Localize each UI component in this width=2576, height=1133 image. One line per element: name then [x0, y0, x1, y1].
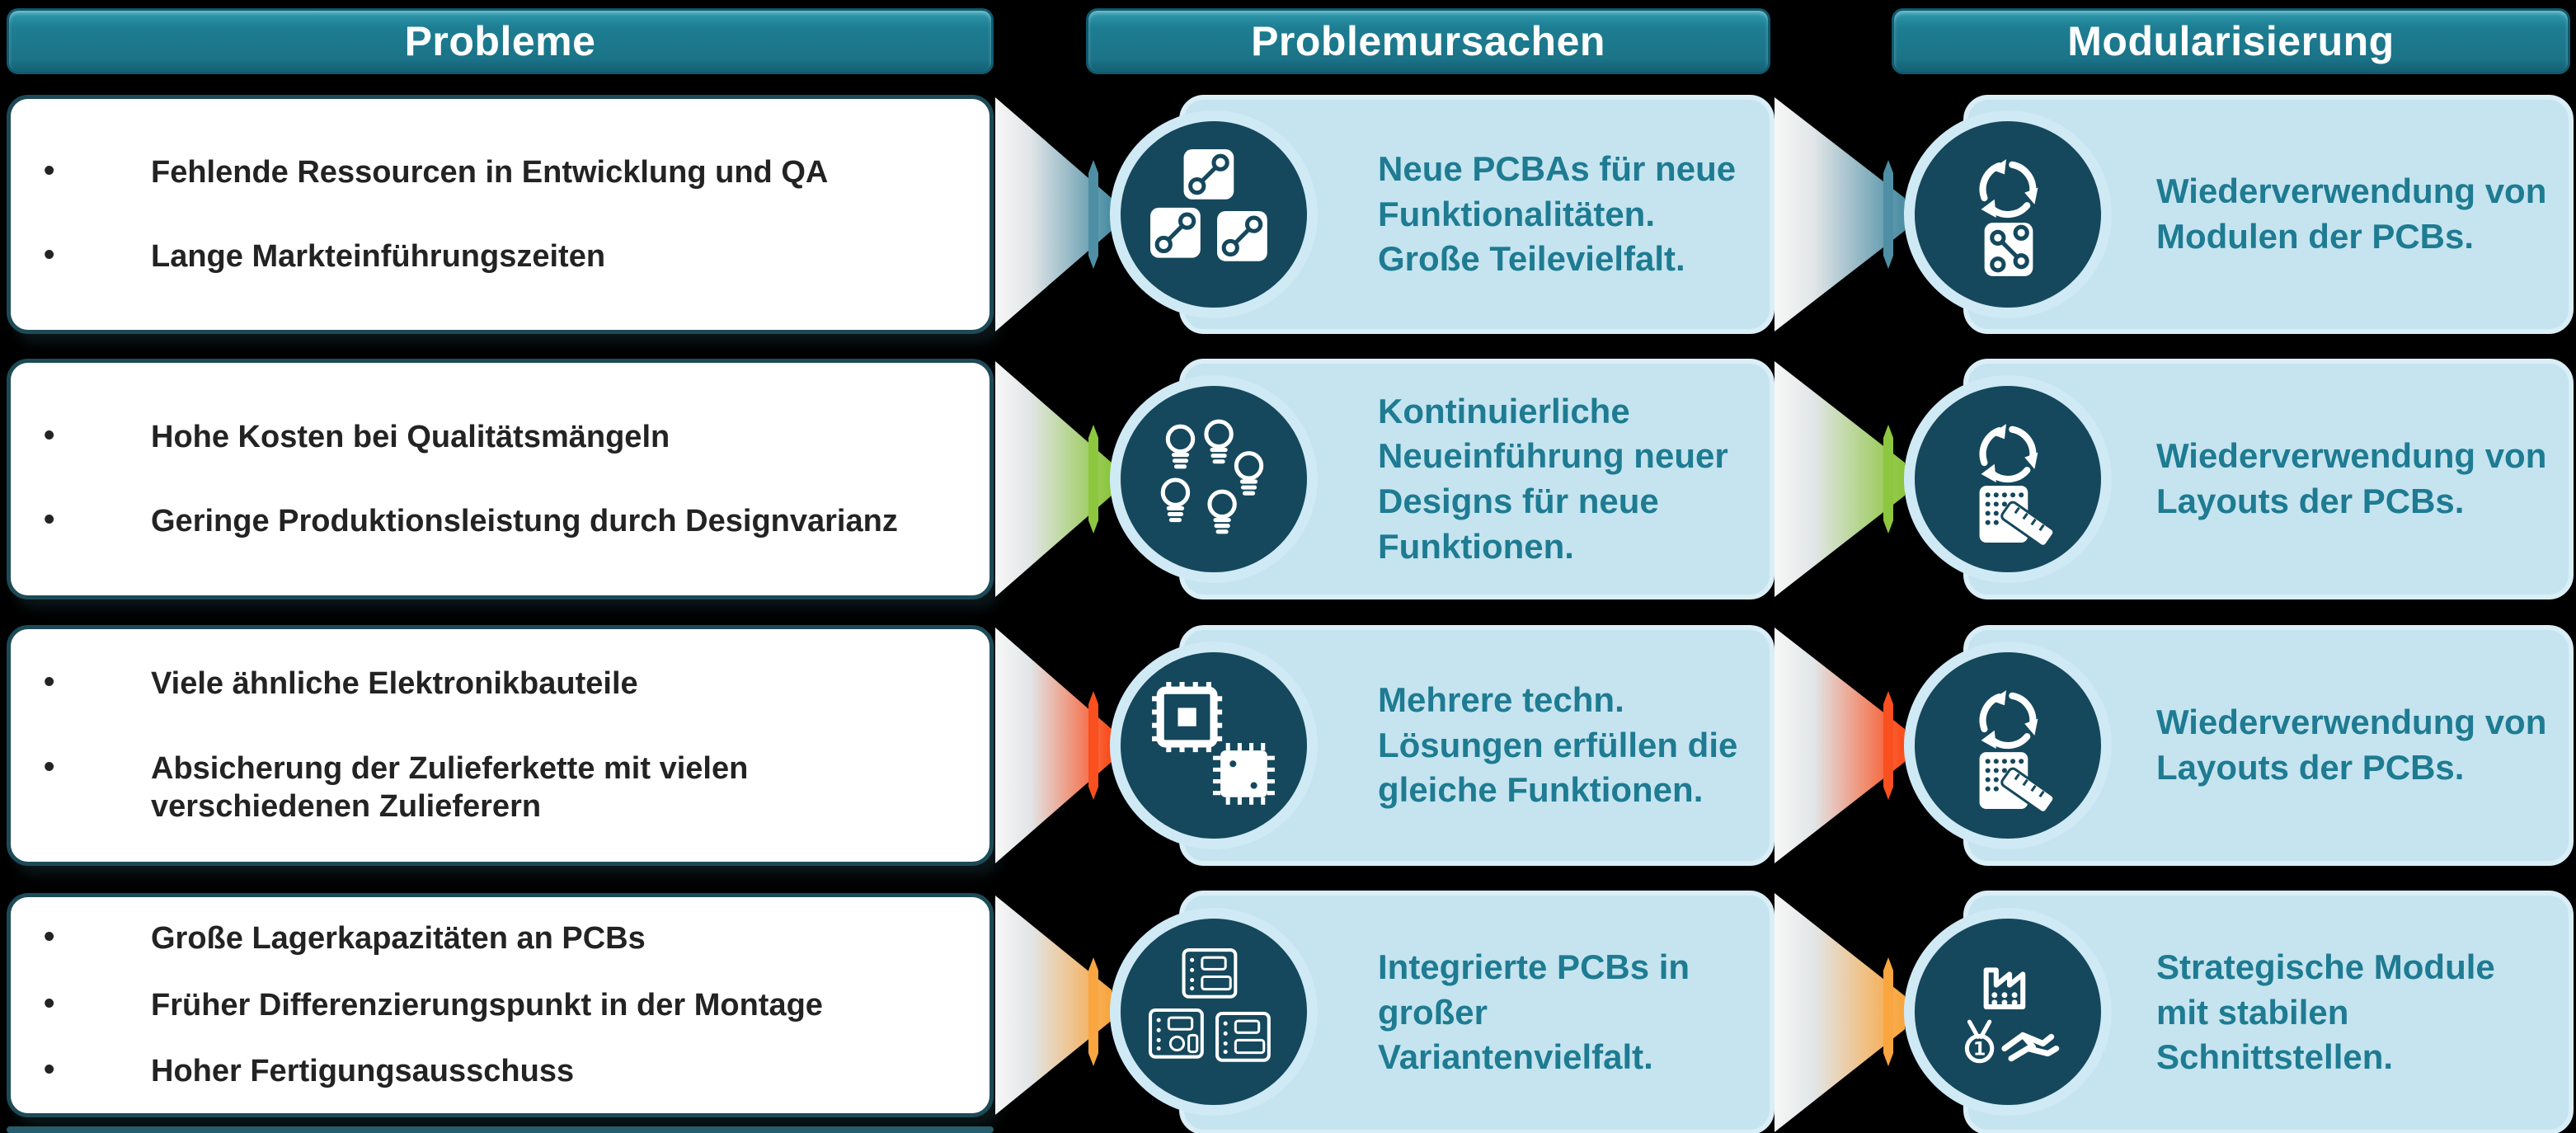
factory-medal-handshake-icon: 1: [1964, 967, 2060, 1064]
problem-bullet: •Große Lagerkapazitäten an PCBs: [44, 919, 646, 957]
problem-bullet: •Hoher Fertigungsausschuss: [44, 1052, 575, 1089]
problem-bullet: •Viele ähnliche Elektronikbauteile: [44, 665, 638, 702]
bullet-dot-icon: •: [44, 665, 55, 700]
problem-bullet: •Geringe Produktionsleistung durch Desig…: [44, 502, 898, 538]
arrow-tip-icon: [1088, 160, 1098, 269]
arrow-tip-icon: [1088, 691, 1098, 800]
svg-text:1: 1: [1973, 1039, 1986, 1060]
module-text: Wiederverwendung von Layouts der PCBs.: [2156, 703, 2547, 787]
problem-bullet: •Hohe Kosten bei Qualitätsmängeln: [44, 417, 670, 454]
arrow-tip-icon: [1883, 425, 1893, 534]
cause-icon-circle: [1110, 110, 1318, 318]
arrow-tip-icon: [1088, 957, 1098, 1066]
cause-icon-circle: [1110, 908, 1318, 1116]
problem-box: •Große Lagerkapazitäten an PCBs •Früher …: [7, 893, 994, 1117]
light-bulbs-icon: [1160, 419, 1264, 534]
chips-icon: [1152, 682, 1275, 805]
module-icon-circle: [1904, 110, 2112, 318]
module-text: Strategische Module mit stabilen Schnitt…: [2156, 947, 2495, 1077]
recycle-layout-icon: [1979, 690, 2056, 812]
bullet-dot-icon: •: [44, 1052, 55, 1088]
problem-bullet: •Fehlende Ressourcen in Entwicklung und …: [44, 153, 829, 190]
recycle-module-icon: [1979, 159, 2038, 276]
problem-bullet: •Lange Markteinführungszeiten: [44, 237, 606, 274]
bullet-dot-icon: •: [44, 749, 55, 784]
module-icon-circle: [1904, 375, 2112, 583]
module-icon-circle: 1: [1904, 908, 2112, 1116]
cause-text: Integrierte PCBs in großer Variantenviel…: [1378, 947, 1690, 1077]
problem-bullet: •Früher Differenzierungspunkt in der Mon…: [44, 985, 823, 1023]
bullet-dot-icon: •: [44, 153, 55, 188]
bullet-dot-icon: •: [44, 919, 55, 955]
column-header-probleme: Probleme: [7, 8, 994, 74]
problem-box: •Fehlende Ressourcen in Entwicklung und …: [7, 95, 994, 334]
cause-text: Mehrere techn. Lösungen erfüllen die gle…: [1378, 680, 1738, 810]
arrow-tip-icon: [1883, 691, 1893, 800]
pcb-boards-icon: [1149, 948, 1271, 1062]
module-text: Wiederverwendung von Modulen der PCBs.: [2156, 172, 2547, 256]
problem-box: •Viele ähnliche Elektronikbauteile •Absi…: [7, 625, 994, 866]
module-icon-circle: [1904, 642, 2112, 849]
recycle-layout-icon: [1979, 424, 2056, 546]
arrow-tip-icon: [1088, 425, 1098, 534]
problem-box: •Hohe Kosten bei Qualitätsmängeln •Gerin…: [7, 359, 994, 599]
cause-icon-circle: [1110, 642, 1318, 849]
cause-text: Neue PCBAs für neue Funktionalitäten. Gr…: [1378, 149, 1737, 279]
bullet-dot-icon: •: [44, 417, 55, 453]
cause-icon-circle: [1110, 375, 1318, 583]
pcb-tiles-icon: [1150, 149, 1267, 261]
arrow-tip-icon: [1883, 957, 1893, 1066]
column-header-problemursachen: Problemursachen: [1086, 8, 1770, 74]
arrow-tip-icon: [1883, 160, 1893, 269]
column-header-modularisierung: Modularisierung: [1892, 8, 2570, 74]
module-text: Wiederverwendung von Layouts der PCBs.: [2156, 436, 2547, 520]
bullet-dot-icon: •: [44, 985, 55, 1021]
bullet-dot-icon: •: [44, 502, 55, 537]
next-row-edge: [7, 1126, 994, 1133]
problem-bullet: •Absicherung der Zulieferkette mit viele…: [44, 749, 749, 825]
cause-text: Kontinuierliche Neueinführung neuer Desi…: [1378, 391, 1728, 566]
bullet-dot-icon: •: [44, 237, 55, 272]
